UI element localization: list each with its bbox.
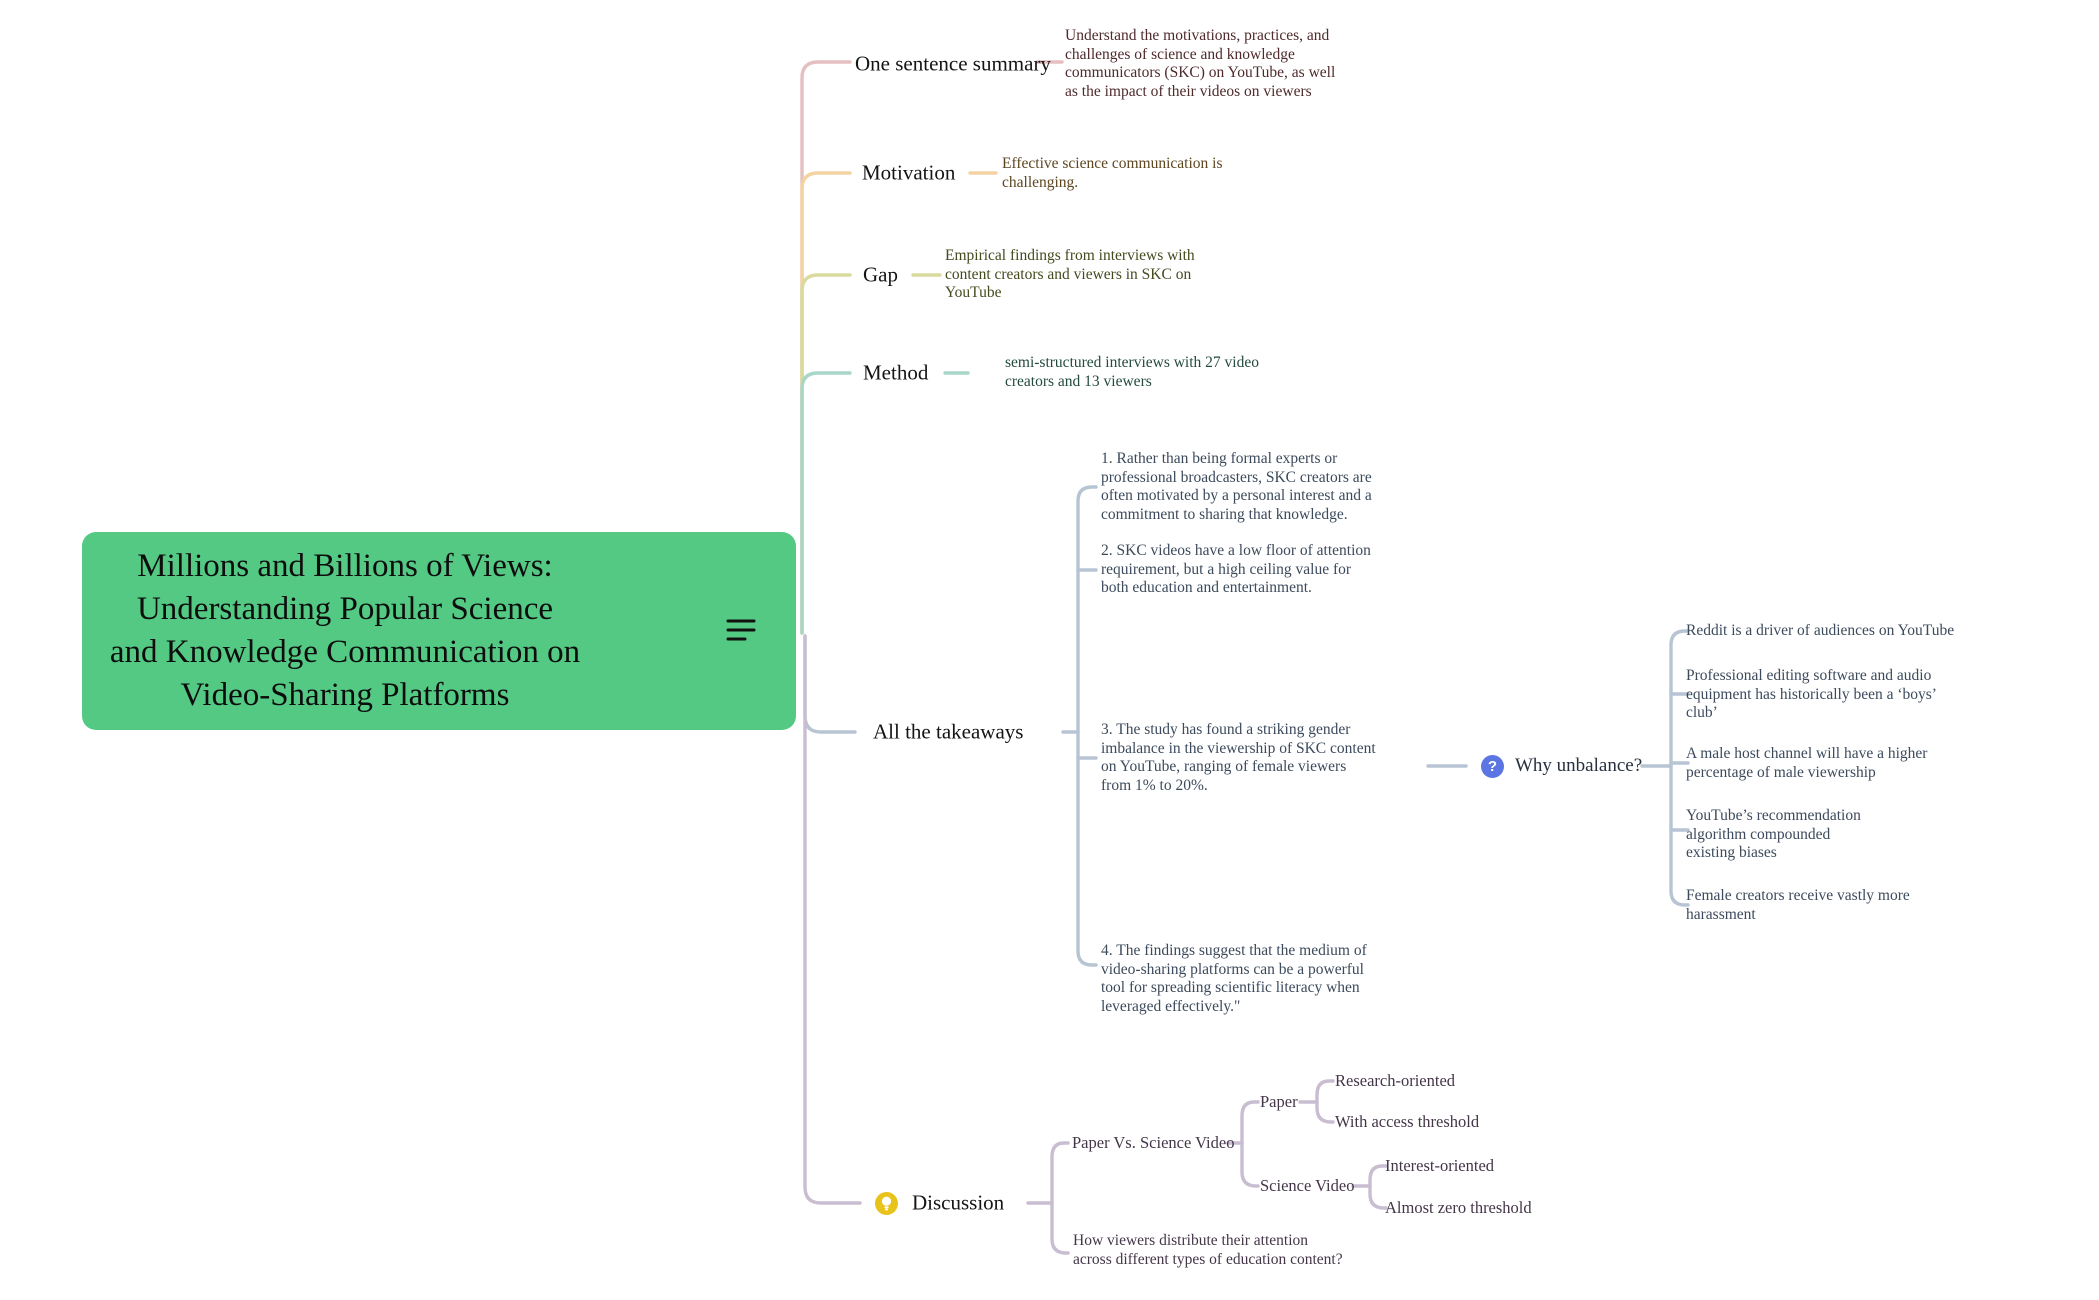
connector-method bbox=[800, 371, 852, 635]
connector-motivation bbox=[800, 171, 852, 635]
takeaway-item-2[interactable]: 2. SKC videos have a low floor of attent… bbox=[1101, 542, 1371, 596]
root-title-line: Video-Sharing Platforms bbox=[180, 677, 510, 713]
bracket-sciencevideo bbox=[1368, 1164, 1388, 1210]
question-icon[interactable]: ? bbox=[1481, 755, 1504, 778]
topic-paper-vs-science-video[interactable]: Paper Vs. Science Video bbox=[1072, 1133, 1235, 1152]
bracket-takeaways bbox=[1076, 485, 1098, 967]
root-title-line: and Knowledge Communication on bbox=[109, 634, 581, 670]
note-gap[interactable]: Empirical findings from interviews with … bbox=[945, 247, 1195, 301]
root-title: Millions and Billions of Views: Understa… bbox=[104, 532, 586, 730]
root-title-line: Understanding Popular Science bbox=[136, 591, 554, 627]
root-title-line: Millions and Billions of Views: bbox=[137, 548, 553, 584]
bracket-paper bbox=[1315, 1079, 1335, 1124]
note-summary[interactable]: Understand the motivations, practices, a… bbox=[1065, 27, 1336, 100]
connector-summary bbox=[800, 60, 852, 635]
lightbulb-icon[interactable] bbox=[875, 1192, 898, 1215]
connector-gap bbox=[800, 273, 852, 635]
why-child-1[interactable]: Reddit is a driver of audiences on YouTu… bbox=[1686, 622, 1955, 639]
note-method[interactable]: semi-structured interviews with 27 video… bbox=[1005, 354, 1259, 390]
note-viewer-attention-question[interactable]: How viewers distribute their attention a… bbox=[1073, 1232, 1343, 1268]
topic-paper[interactable]: Paper bbox=[1260, 1092, 1298, 1111]
leaf-interest-oriented[interactable]: Interest-oriented bbox=[1385, 1156, 1495, 1175]
why-child-5[interactable]: Female creators receive vastly more hara… bbox=[1686, 887, 1910, 923]
bracket-pvs bbox=[1240, 1100, 1260, 1188]
topic-discussion[interactable]: Discussion bbox=[912, 1190, 1005, 1215]
bracket-why-children bbox=[1669, 629, 1690, 907]
topic-science-video[interactable]: Science Video bbox=[1260, 1176, 1355, 1195]
connector-discussion bbox=[803, 634, 862, 1205]
topic-why-unbalance[interactable]: Why unbalance? bbox=[1515, 755, 1643, 776]
takeaway-item-1[interactable]: 1. Rather than being formal experts or p… bbox=[1101, 450, 1372, 523]
topic-method[interactable]: Method bbox=[863, 360, 929, 385]
root-topic[interactable]: Millions and Billions of Views: Understa… bbox=[82, 532, 796, 730]
why-child-4[interactable]: YouTube’s recommendation algorithm compo… bbox=[1686, 807, 1861, 861]
why-child-3[interactable]: A male host channel will have a higher p… bbox=[1686, 745, 1928, 781]
topic-motivation[interactable]: Motivation bbox=[862, 160, 956, 185]
leaf-research-oriented[interactable]: Research-oriented bbox=[1335, 1071, 1456, 1090]
lightbulb-glyph bbox=[881, 1196, 892, 1211]
topic-one-sentence-summary[interactable]: One sentence summary bbox=[855, 51, 1051, 76]
topic-gap[interactable]: Gap bbox=[863, 262, 898, 287]
bracket-discussion bbox=[1050, 1141, 1070, 1255]
takeaway-item-4[interactable]: 4. The findings suggest that the medium … bbox=[1101, 942, 1367, 1015]
takeaway-item-3[interactable]: 3. The study has found a striking gender… bbox=[1101, 721, 1376, 794]
note-motivation[interactable]: Effective science communication is chall… bbox=[1002, 155, 1223, 191]
notes-icon[interactable] bbox=[726, 618, 756, 642]
topic-all-takeaways[interactable]: All the takeaways bbox=[873, 719, 1024, 744]
connector-takeaways bbox=[803, 634, 857, 734]
leaf-with-access-threshold[interactable]: With access threshold bbox=[1335, 1112, 1480, 1131]
leaf-almost-zero-threshold[interactable]: Almost zero threshold bbox=[1385, 1198, 1532, 1217]
why-child-2[interactable]: Professional editing software and audio … bbox=[1686, 667, 1937, 721]
